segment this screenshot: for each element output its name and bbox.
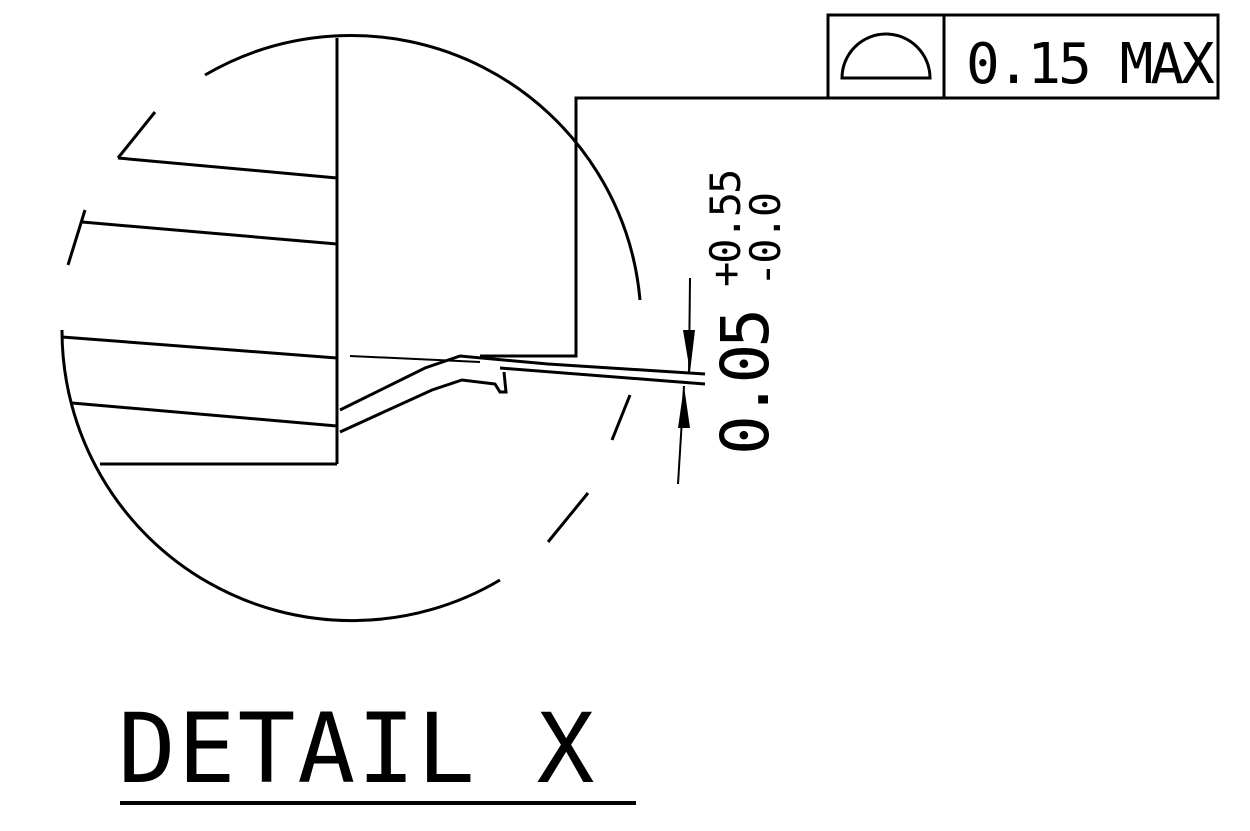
dimension-arrow-up xyxy=(678,386,690,428)
lip-profile xyxy=(339,354,706,412)
dimension-nominal: 0.05 xyxy=(707,312,784,455)
part-edge xyxy=(61,335,338,360)
feature-control-frame xyxy=(826,13,1220,100)
boundary-dash xyxy=(610,394,632,441)
profile-tolerance: 0.15 MAX xyxy=(966,32,1215,97)
part-edge xyxy=(117,156,338,180)
part-edge xyxy=(71,401,338,428)
dimension-arrow-down xyxy=(683,330,695,372)
leader-line xyxy=(480,96,828,358)
lip-line xyxy=(349,355,481,363)
lip-profile-inner xyxy=(339,371,508,434)
part-edge xyxy=(81,220,338,246)
lip-profile-lower xyxy=(499,366,706,386)
boundary-dash xyxy=(66,209,87,266)
dimension-upper-deviation: +0.55 xyxy=(701,171,750,287)
boundary-dash xyxy=(546,492,590,543)
boundary-dash xyxy=(116,111,157,159)
detail-boundary-arc-lower xyxy=(60,329,501,623)
dimension-lower-deviation: -0.0 xyxy=(741,194,790,287)
detail-boundary-arc xyxy=(204,33,642,301)
detail-title: DETAIL X xyxy=(118,693,596,805)
surface-profile-icon xyxy=(840,32,932,80)
